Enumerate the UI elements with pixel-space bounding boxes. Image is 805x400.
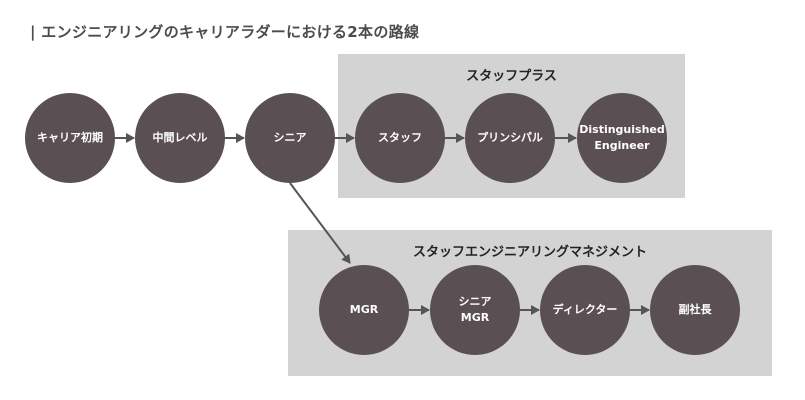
node-mgr: MGR (319, 265, 409, 355)
diagram-title: | エンジニアリングのキャリアラダーにおける2本の路線 (30, 23, 420, 41)
node-senior-mgr: シニア MGR (430, 265, 520, 355)
staff-plus-label: スタッフプラス (466, 69, 557, 84)
node-distinguished-engineer: Distinguished Engineer (577, 93, 667, 183)
node-director: ディレクター (540, 265, 630, 355)
node-principal: プリンシパル (465, 93, 555, 183)
arrow-senior-to-mgr (289, 182, 351, 264)
node-senior: シニア (245, 93, 335, 183)
node-mid-level: 中間レベル (135, 93, 225, 183)
node-vice-president: 副社長 (650, 265, 740, 355)
management-label: スタッフエンジニアリングマネジメント (412, 245, 647, 260)
node-staff: スタッフ (355, 93, 445, 183)
node-early-career: キャリア初期 (25, 93, 115, 183)
